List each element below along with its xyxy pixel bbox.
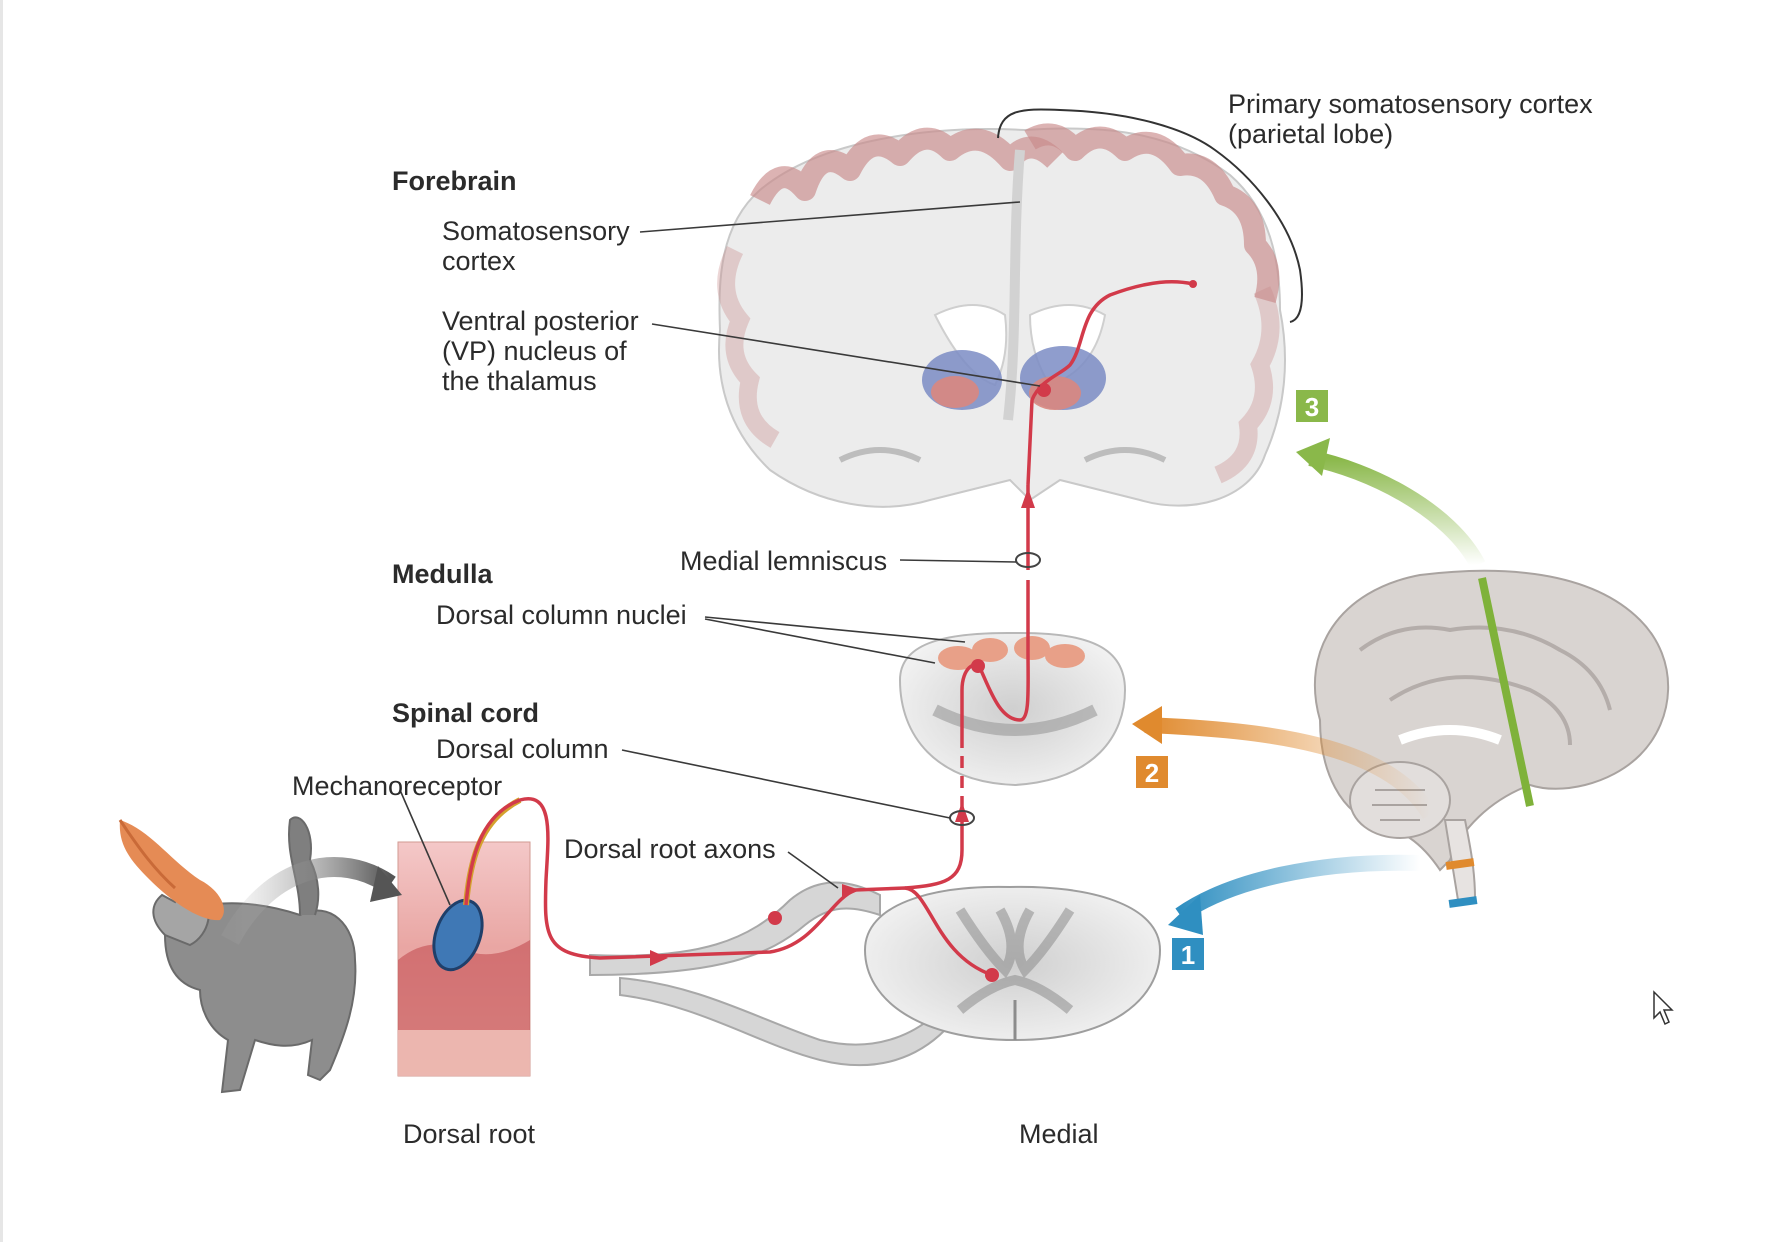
label-primary-cortex-line1: Primary somatosensory cortex [1228,89,1593,119]
svg-text:2: 2 [1145,758,1159,788]
heading-medulla: Medulla [392,559,493,589]
heading-forebrain: Forebrain [392,166,517,196]
leader-lines [399,201,1041,906]
label-mechanoreceptor: Mechanoreceptor [292,771,502,801]
label-somatosensory-cortex-line2: cortex [442,246,516,276]
svg-text:1: 1 [1181,940,1195,970]
medial-lemniscus-marker [1015,552,1041,568]
heading-spinal-cord: Spinal cord [392,698,539,728]
level-badge-3: 3 [1296,390,1328,422]
label-medial-lemniscus: Medial lemniscus [680,546,887,576]
stimulus-arrow-head [370,866,402,902]
label-vp-nucleus-line3: the thalamus [442,366,597,396]
level-badge-2: 2 [1136,756,1168,788]
spinal-cord-section [589,881,1162,1067]
label-primary-cortex-line2: (parietal lobe) [1228,119,1393,149]
label-dorsal-column: Dorsal column [436,734,609,764]
mechanoreceptor-capsule [432,898,484,972]
label-dorsal-root: Dorsal root [403,1119,536,1149]
mouse-cursor-icon [1653,990,1674,1026]
label-dorsal-root-axons: Dorsal root axons [564,834,776,864]
sensory-pathway [464,280,1194,977]
level-arrow-2 [1144,717,1437,820]
label-somatosensory-cortex-line1: Somatosensory [442,216,630,246]
level-badge-1: 1 [1172,938,1204,970]
level-arrow-2-head [1132,706,1162,744]
svg-text:3: 3 [1305,392,1319,422]
level-arrow-1 [1175,854,1421,922]
level-arrow-3 [1308,450,1486,569]
pathway-cell-bodies [768,280,1197,982]
label-medial: Medial [1019,1119,1099,1149]
sagittal-brain [1313,569,1670,908]
stimulus-arrow [221,857,396,945]
label-vp-nucleus-line1: Ventral posterior [442,306,639,336]
label-dorsal-column-nuclei: Dorsal column nuclei [436,600,687,630]
left-window-edge [0,0,3,1242]
label-vp-nucleus-line2: (VP) nucleus of [442,336,627,366]
medulla-section [898,631,1127,787]
coronal-brain-section [717,123,1286,508]
skin-block [397,797,531,1077]
cat-being-petted [118,816,357,1094]
level-arrow-1-head [1168,895,1203,935]
level-arrow-3-head [1296,438,1330,476]
cortex-bracket [997,108,1303,323]
